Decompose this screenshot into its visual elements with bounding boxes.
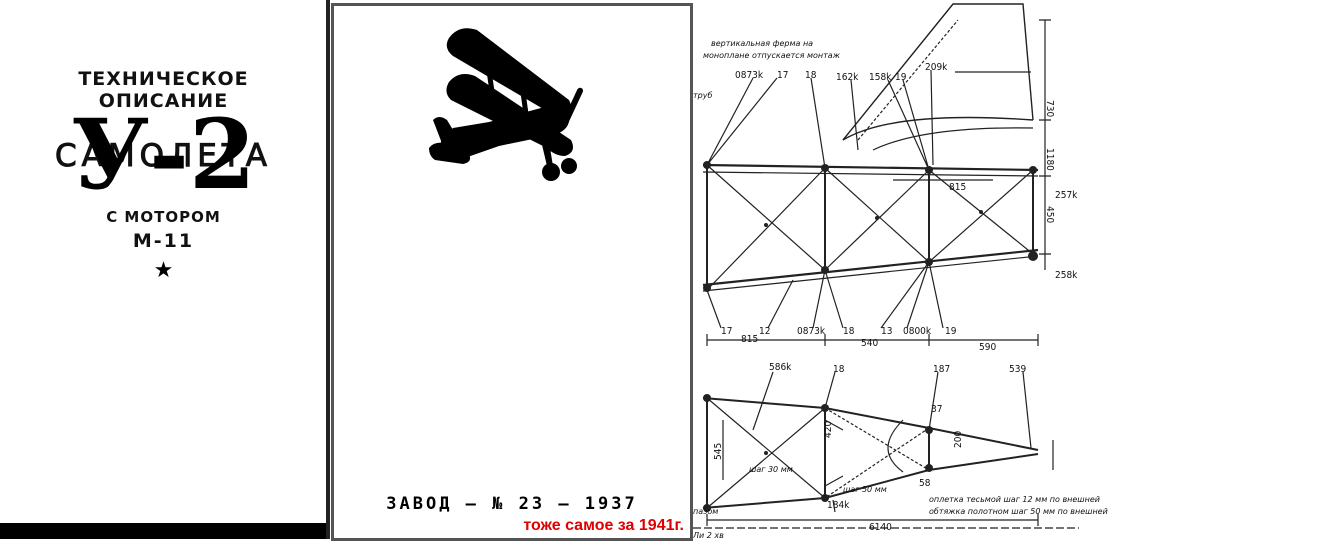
label-18-bottom: 18 — [843, 326, 855, 337]
cover-engine-model: М-11 — [132, 230, 195, 252]
factory-caption: ЗАВОД — № 23 — 1937 — [386, 494, 638, 514]
dim-545: 545 — [713, 443, 724, 460]
cover-model: У-2 — [71, 98, 256, 211]
dim-200: 200 — [953, 431, 964, 448]
cover-page: ТЕХНИЧЕСКОЕ ОПИСАНИЕ САМОЛЕТА У-2 С МОТО… — [0, 0, 330, 539]
drawing-label-left: труб — [693, 91, 712, 100]
label-184k: 184k — [827, 500, 850, 511]
label-209k: 209k — [925, 62, 948, 73]
drawing-note-line1: вертикальная ферма на — [711, 39, 813, 48]
label-0800k-bottom: 0800k — [903, 326, 932, 337]
label-257k: 257k — [1055, 190, 1078, 201]
label-18-lower: 18 — [833, 364, 845, 375]
label-lower-left: пазом — [693, 507, 718, 516]
cover-bottom-bar — [0, 523, 327, 539]
drawing-note-line2: моноплане отпускается монтаж — [703, 51, 841, 60]
dim-6140: 6140 — [869, 522, 892, 533]
label-19-bottom: 19 — [945, 326, 957, 337]
cover-title-line1: ТЕХНИЧЕСКОЕ — [78, 68, 249, 90]
note-lacing: оплетка тесьмой шаг 12 мм по внешней — [929, 495, 1100, 504]
label-0873k-bottom: 0873k — [797, 326, 826, 337]
fuselage-drawing: вертикальная ферма на моноплане отпускае… — [692, 0, 1108, 540]
label-58: 58 — [919, 478, 931, 489]
label-162k: 162k — [836, 72, 859, 83]
year-note: тоже самое за 1941г. — [523, 517, 684, 534]
label-158k: 158k — [869, 72, 892, 83]
cover-title-line3: САМОЛЕТА — [54, 138, 273, 175]
dim-1180: 1180 — [1044, 148, 1055, 171]
cover-title-line2: ОПИСАНИЕ — [98, 90, 229, 112]
label-19-top: 19 — [895, 72, 907, 83]
star-icon: ★ — [153, 258, 174, 283]
dim-815-bottom: 815 — [741, 334, 758, 345]
label-18-top: 18 — [805, 70, 817, 81]
label-539: 539 — [1009, 364, 1026, 375]
dim-815-mid: 815 — [949, 182, 966, 193]
label-586k: 586k — [769, 362, 792, 373]
dim-540: 540 — [861, 338, 878, 349]
cover-engine-caption: С МОТОРОМ — [106, 208, 221, 226]
note-step-30: шаг 30 мм — [749, 465, 793, 474]
label-13-bottom: 13 — [881, 326, 892, 337]
biplane-silhouette-icon — [429, 28, 584, 181]
dim-730: 730 — [1044, 100, 1055, 117]
dim-420: 420 — [823, 421, 834, 438]
truss-diagram: вертикальная ферма на моноплане отпускае… — [692, 3, 1108, 540]
label-bottom: Ли 2 хв — [692, 531, 724, 540]
cover-right-border — [326, 0, 330, 539]
label-17-top: 17 — [777, 70, 788, 81]
label-37: 37 — [931, 404, 942, 415]
dim-450: 450 — [1044, 206, 1055, 223]
label-12-bottom: 12 — [759, 326, 770, 337]
title-page: ЗАВОД — № 23 — 1937 тоже самое за 1941г. — [331, 3, 693, 541]
note-step-50: шаг 50 мм — [843, 485, 887, 494]
dim-590: 590 — [979, 342, 996, 353]
label-0873k-top: 0873k — [735, 70, 764, 81]
label-258k: 258k — [1055, 270, 1078, 281]
label-17-bottom: 17 — [721, 326, 732, 337]
note-covering: обтяжка полотном шаг 50 мм по внешней — [929, 507, 1108, 516]
label-187: 187 — [933, 364, 950, 375]
